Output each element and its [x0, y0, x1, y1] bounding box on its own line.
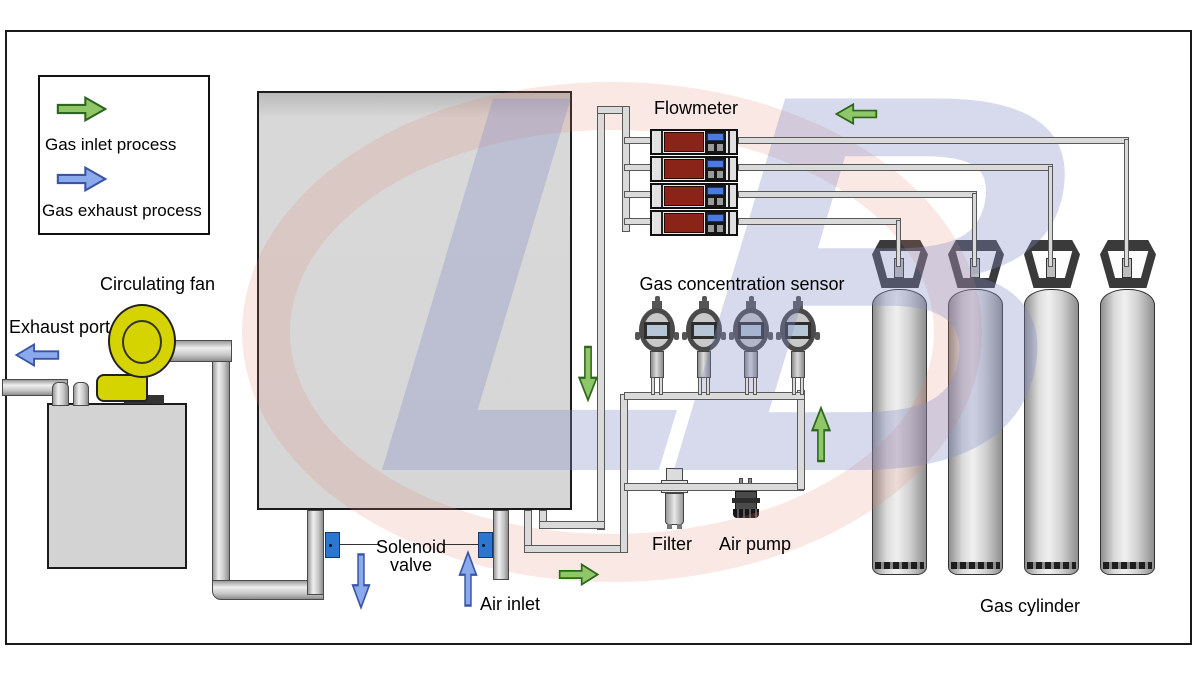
flowmeter-display — [664, 132, 704, 152]
flowmeter-downpipe — [597, 106, 605, 530]
gas-cylinder-label: Gas cylinder — [979, 596, 1081, 616]
cyl2-drop-pipe — [972, 193, 977, 267]
fm-stub-2 — [624, 164, 652, 171]
sensor3-tube-b — [753, 377, 757, 395]
legend-exhaust-label: Gas exhaust process — [42, 201, 202, 220]
circulating-fan-label: Circulating fan — [99, 274, 216, 294]
fm-stub-3 — [624, 191, 652, 198]
sensor2-tube-b — [706, 377, 710, 395]
solenoid-valve-left — [325, 532, 340, 558]
sensor2-tube-a — [698, 377, 702, 395]
gas-concentration-sensor-label: Gas concentration sensor — [639, 274, 845, 294]
sample-riser — [620, 394, 628, 553]
housing-stub-left — [52, 382, 69, 406]
filter-label: Filter — [652, 534, 692, 554]
flowmeter-3 — [650, 183, 738, 209]
sample-out-horiz — [524, 545, 628, 553]
solenoid-valve-right — [478, 532, 493, 558]
housing-stub-right — [73, 382, 89, 406]
fm4-supply-pipe — [738, 218, 901, 225]
sensor4-tube-b — [800, 377, 804, 395]
test-chamber — [257, 91, 572, 510]
fan-downpipe — [212, 340, 230, 592]
solenoid-callout-right — [444, 544, 478, 545]
sensor4-tube-a — [792, 377, 796, 395]
sensor3-tube-a — [745, 377, 749, 395]
chamber-feed-horiz — [539, 521, 605, 529]
cyl4-drop-pipe — [1124, 139, 1129, 267]
legend — [38, 75, 210, 235]
cyl3-drop-pipe — [1048, 166, 1053, 267]
air-inlet-pipe — [493, 510, 509, 580]
sensor-bus — [624, 392, 805, 400]
air-pump-label: Air pump — [718, 534, 792, 554]
cyl1-drop-pipe — [896, 220, 901, 267]
pump-line — [624, 483, 804, 491]
legend-exhaust-arrow-icon — [56, 165, 108, 193]
solenoid-callout-left — [340, 544, 380, 545]
air-inlet-label: Air inlet — [479, 594, 541, 614]
flowmeter-button — [707, 133, 724, 141]
flowmeter-1 — [650, 129, 738, 155]
fan-scroll — [96, 374, 148, 402]
fm-stub-1 — [624, 137, 652, 144]
exhaust-flow-arrow-down — [351, 553, 371, 610]
flowmeter-2 — [650, 156, 738, 182]
sensor1-tube-a — [651, 377, 655, 395]
sensor1-tube-b — [659, 377, 663, 395]
exhaust-port-label: Exhaust port — [9, 317, 111, 337]
air-inlet-flow-arrow-up — [458, 550, 478, 607]
flowmeter-4 — [650, 210, 738, 236]
inlet-flow-arrow-right-bottom — [558, 562, 600, 587]
diagram-frame: LB — [2, 0, 1192, 645]
fm2-supply-pipe — [738, 164, 1053, 171]
flowmeter-cap — [654, 131, 663, 153]
sensor-riser — [797, 390, 805, 490]
fm1-supply-pipe — [738, 137, 1129, 144]
inlet-flow-arrow-left-top — [834, 102, 878, 126]
exhaust-flow-arrow-left — [14, 342, 60, 368]
fan-hub — [122, 320, 162, 364]
fm3-supply-pipe — [738, 191, 977, 198]
fm-stub-4 — [624, 218, 652, 225]
inlet-flow-arrow-up — [810, 405, 832, 463]
solenoid-valve-label-line1: Solenoid — [375, 537, 447, 557]
chamber-inlet-riser — [307, 510, 324, 595]
legend-inlet-label: Gas inlet process — [45, 135, 177, 154]
inlet-flow-arrow-down — [577, 345, 599, 403]
legend-inlet-arrow-icon — [56, 95, 108, 123]
fan-housing-box — [47, 403, 187, 569]
solenoid-valve-label-line2: valve — [389, 555, 433, 575]
flowmeter-label: Flowmeter — [653, 98, 738, 118]
